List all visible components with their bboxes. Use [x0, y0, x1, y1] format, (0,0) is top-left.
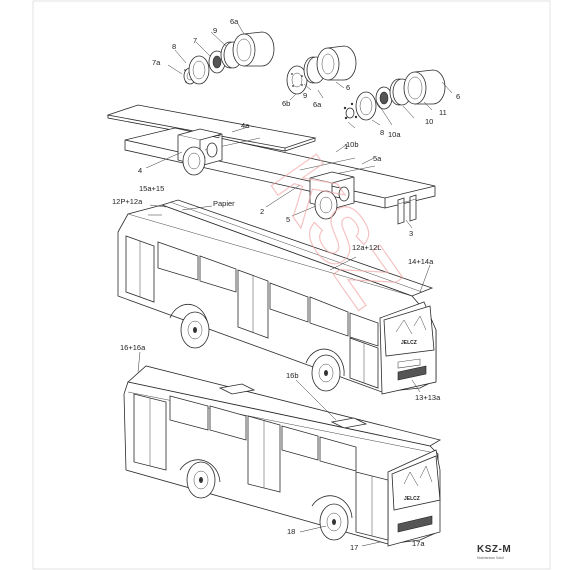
label-6b: 6b: [282, 99, 290, 108]
label-10: 10: [425, 117, 433, 126]
brand-logo-text: KSZ-M: [477, 544, 511, 555]
rear-wheel-upper: [311, 354, 341, 392]
rear-wheel-lower: [319, 503, 349, 541]
label-16-16a: 16+16a: [120, 343, 146, 352]
axle-block-4: [177, 128, 223, 176]
part-8-ring: [188, 55, 210, 85]
label-9-top: 9: [213, 26, 217, 35]
label-17: 17: [350, 543, 358, 552]
label-4: 4: [138, 166, 142, 175]
label-18: 18: [287, 527, 295, 536]
label-7a: 7a: [152, 58, 161, 67]
label-9-mid: 9: [303, 91, 307, 100]
part-labels: 6a 9 7 8 7a 6b 9 6a 6 8 10a 10b 10 11 6 …: [112, 17, 460, 552]
label-15a-15: 15a+15: [139, 184, 164, 193]
label-2: 2: [260, 207, 264, 216]
chassis-assembly: [106, 104, 436, 229]
part-8-disc-right: [375, 86, 393, 110]
front-wheel-lower: [186, 461, 216, 499]
windscreen: [383, 305, 435, 357]
label-3: 3: [409, 229, 413, 238]
label-6-right: 6: [456, 92, 460, 101]
label-12a-12l: 12a+12L: [352, 243, 381, 252]
label-6-mid: 6: [346, 83, 350, 92]
front-grille-lower: [397, 515, 433, 533]
label-6a-top: 6a: [230, 17, 239, 26]
label-11: 11: [439, 108, 447, 117]
label-14-14a: 14+14a: [408, 257, 434, 266]
label-16b: 16b: [286, 371, 299, 380]
label-10a: 10a: [388, 130, 401, 139]
label-5a: 5a: [373, 154, 382, 163]
part-6a-tyre: [232, 31, 275, 67]
label-10b: 10b: [346, 140, 359, 149]
bus-body-upper: JELCZ: [117, 199, 437, 395]
label-17a: 17a: [412, 539, 425, 548]
part-11-tyre: [403, 69, 446, 105]
part-6a-tyre-right: [316, 45, 357, 81]
wheel-parts-left: [167, 23, 275, 85]
label-5: 5: [286, 215, 290, 224]
brand-logo: KSZ-M Modelarstwo Szkół: [477, 544, 511, 560]
brand-tagline: Modelarstwo Szkół: [477, 556, 504, 560]
label-4a: 4a: [241, 121, 250, 130]
label-7: 7: [193, 36, 197, 45]
roof-hatch-front: [218, 383, 256, 395]
axle-block-5: [309, 171, 355, 220]
label-13-13a: 13+13a: [415, 393, 441, 402]
bus-body-lower: JELCZ: [123, 351, 442, 547]
plate-text-upper: JELCZ: [401, 340, 417, 346]
roof-hatch-rear: [330, 417, 368, 429]
front-grille: [397, 365, 427, 381]
label-8-mid: 8: [380, 128, 384, 137]
label-12p-12a: 12P+12a: [112, 197, 143, 206]
wheel-parts-right: [286, 45, 453, 129]
front-wheel-upper: [180, 311, 210, 349]
label-1: 1: [344, 142, 348, 151]
label-6a-mid: 6a: [313, 100, 322, 109]
plate-text-lower: JELCZ: [404, 496, 420, 502]
rear-support-3: [397, 194, 417, 225]
label-8-top: 8: [172, 42, 176, 51]
part-10a-ring: [355, 91, 377, 121]
label-papier: Papier: [213, 199, 235, 208]
